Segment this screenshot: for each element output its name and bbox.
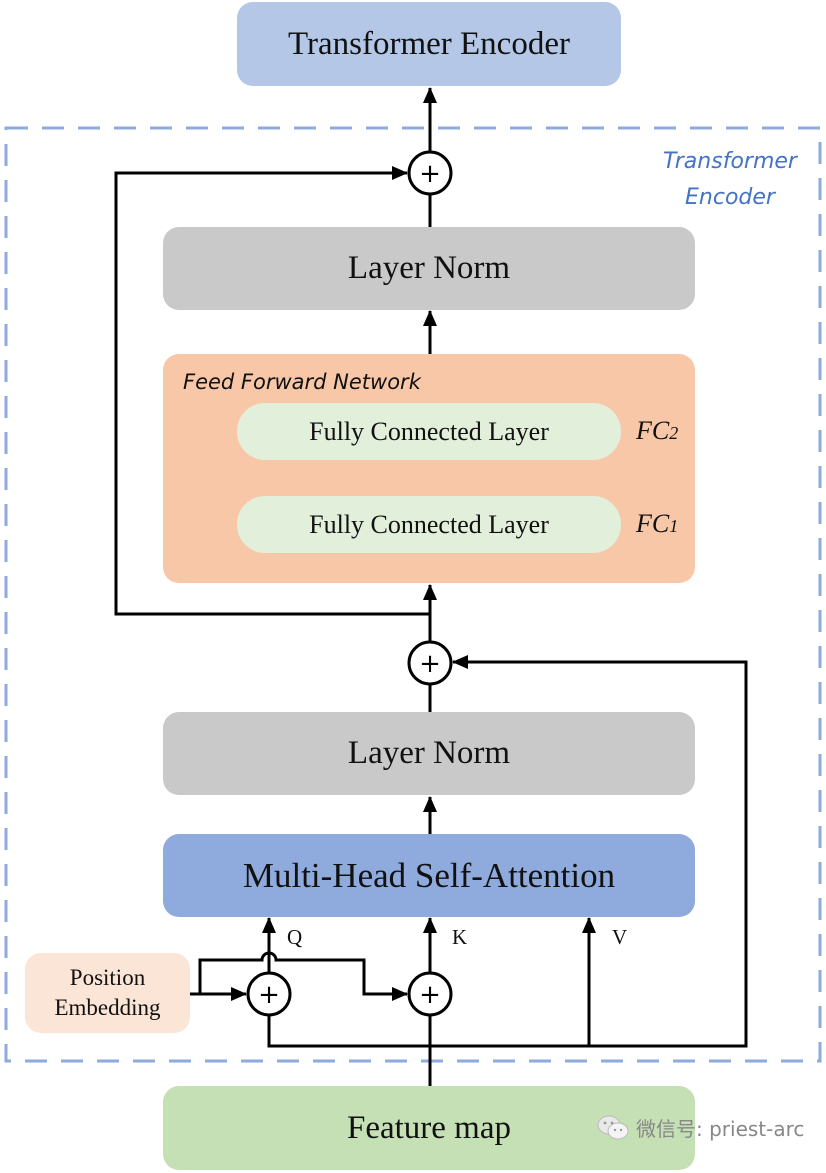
layer-norm-top: Layer Norm — [163, 227, 695, 310]
svg-text:+: + — [419, 980, 441, 1010]
input-bus — [267, 1016, 746, 1048]
adder-top: + — [407, 150, 453, 196]
layer-norm-top-label: Layer Norm — [347, 250, 511, 286]
position-embedding-block: Position Embedding — [25, 953, 190, 1033]
feature-map-label: Feature map — [346, 1109, 512, 1146]
feed-forward-title: Feed Forward Network — [183, 370, 421, 394]
wechat-icon — [597, 1115, 629, 1139]
fc2-label: Fully Connected Layer — [309, 416, 549, 446]
arrow-pos-k — [198, 951, 408, 1001]
fc1-tag: FC1 — [636, 509, 679, 538]
fully-connected-layer-1: Fully Connected Layer — [237, 496, 621, 553]
value-label: V — [612, 925, 628, 949]
watermark: 微信号: priest-arc — [596, 1113, 804, 1142]
skip-connection-ffn — [114, 166, 430, 616]
fc1-subscript: 1 — [669, 516, 679, 536]
query-label: Q — [287, 925, 303, 949]
svg-text:+: + — [258, 980, 280, 1010]
fully-connected-layer-2: Fully Connected Layer — [237, 403, 621, 460]
fc2-tag: FC2 — [636, 416, 679, 445]
layer-norm-bottom-label: Layer Norm — [347, 735, 511, 771]
watermark-text: 微信号: priest-arc — [636, 1117, 805, 1141]
svg-text:+: + — [419, 159, 441, 189]
key-label: K — [452, 925, 468, 949]
layer-norm-bottom: Layer Norm — [163, 712, 695, 795]
svg-text:+: + — [419, 649, 441, 679]
adder-middle: + — [407, 640, 453, 686]
encoder-group-label: Transformer Encoder — [640, 144, 820, 216]
fc2-subscript: 2 — [669, 423, 679, 443]
adder-q: + — [246, 971, 292, 1017]
multi-head-self-attention-block: Multi-Head Self-Attention — [163, 834, 695, 917]
position-embedding-line-2: Embedding — [54, 995, 161, 1020]
encoder-group-border — [4, 126, 822, 1063]
position-embedding-line-1: Position — [69, 965, 146, 990]
attention-label: Multi-Head Self-Attention — [242, 855, 616, 895]
transformer-encoder-label: Transformer Encoder — [288, 25, 570, 62]
group-label-line-1: Transformer — [663, 149, 797, 174]
transformer-encoder-output-block: Transformer Encoder — [237, 2, 621, 86]
group-label-line-2: Encoder — [685, 185, 775, 210]
adder-k: + — [407, 971, 453, 1017]
fc1-label: Fully Connected Layer — [309, 509, 549, 539]
